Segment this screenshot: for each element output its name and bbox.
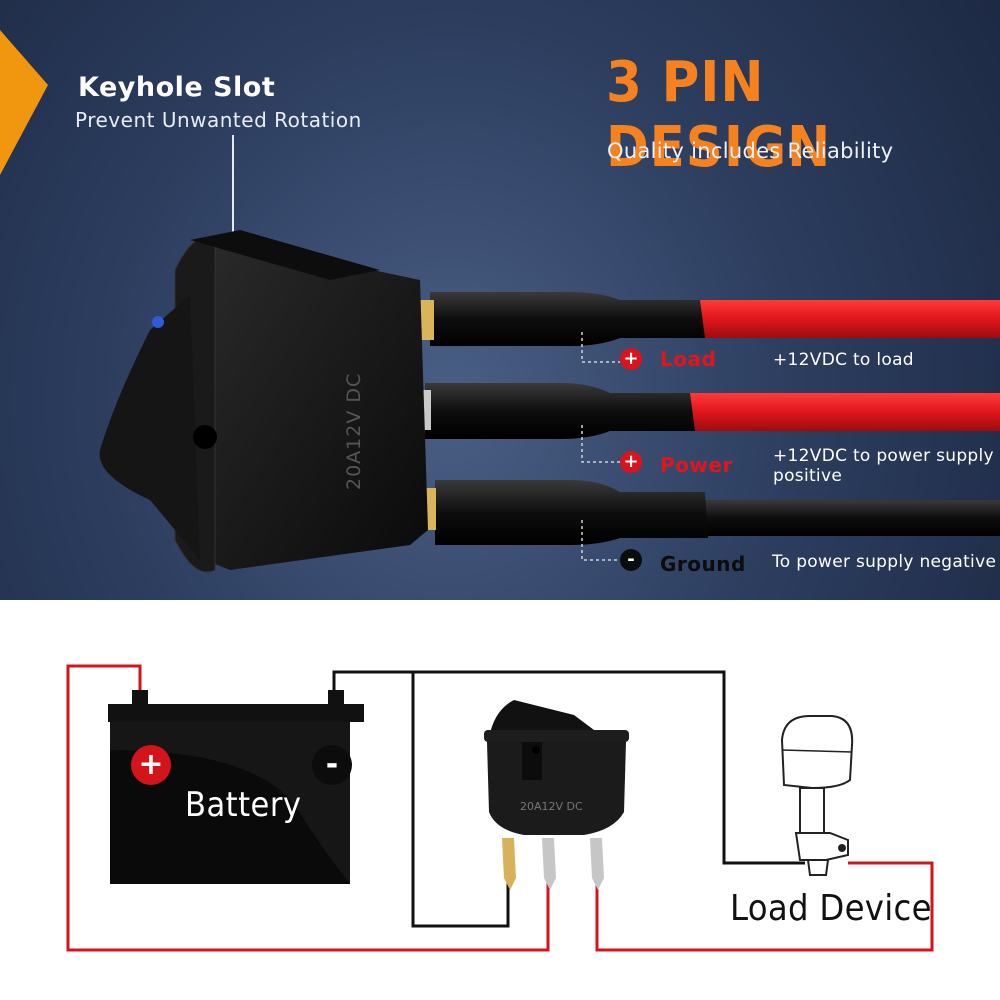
power-pin-label: Power — [660, 453, 733, 477]
rocker-switch-photo: 20A12V DC — [99, 230, 1000, 573]
power-pin-description-line1: +12VDC to power supply — [773, 446, 994, 466]
load-device-label: Load Device — [730, 888, 932, 929]
power-pin-badge: + — [620, 451, 642, 473]
page-subtitle: Quality includes Reliability — [607, 139, 894, 163]
outboard-motor-icon — [780, 715, 854, 876]
ground-pin-description: To power supply negative — [772, 552, 997, 572]
battery-positive-terminal: + — [131, 745, 171, 785]
keyhole-slot-title: Keyhole Slot — [78, 72, 276, 103]
ground-pin-badge: - — [620, 549, 642, 571]
rocker-switch-icon: 20A12V DC — [484, 700, 629, 890]
battery-icon — [108, 690, 364, 884]
load-pin-badge: + — [620, 348, 642, 370]
load-pin-description: +12VDC to load — [773, 350, 914, 370]
wiring-diagram — [66, 664, 934, 952]
power-pin-description-line2: positive — [773, 466, 843, 486]
page-title: 3 PIN DESIGN — [606, 50, 832, 180]
keyhole-slot-subtitle: Prevent Unwanted Rotation — [75, 108, 362, 132]
switch-rating-label: 20A12V DC — [343, 373, 365, 490]
orange-corner-accent — [0, 30, 48, 175]
battery-label: Battery — [185, 785, 302, 825]
keyhole-callout-line — [232, 135, 234, 237]
load-pin-label: Load — [660, 347, 717, 371]
ground-pin-label: Ground — [660, 552, 746, 576]
diagram-switch-rating: 20A12V DC — [520, 800, 583, 813]
battery-negative-terminal: - — [312, 745, 352, 785]
